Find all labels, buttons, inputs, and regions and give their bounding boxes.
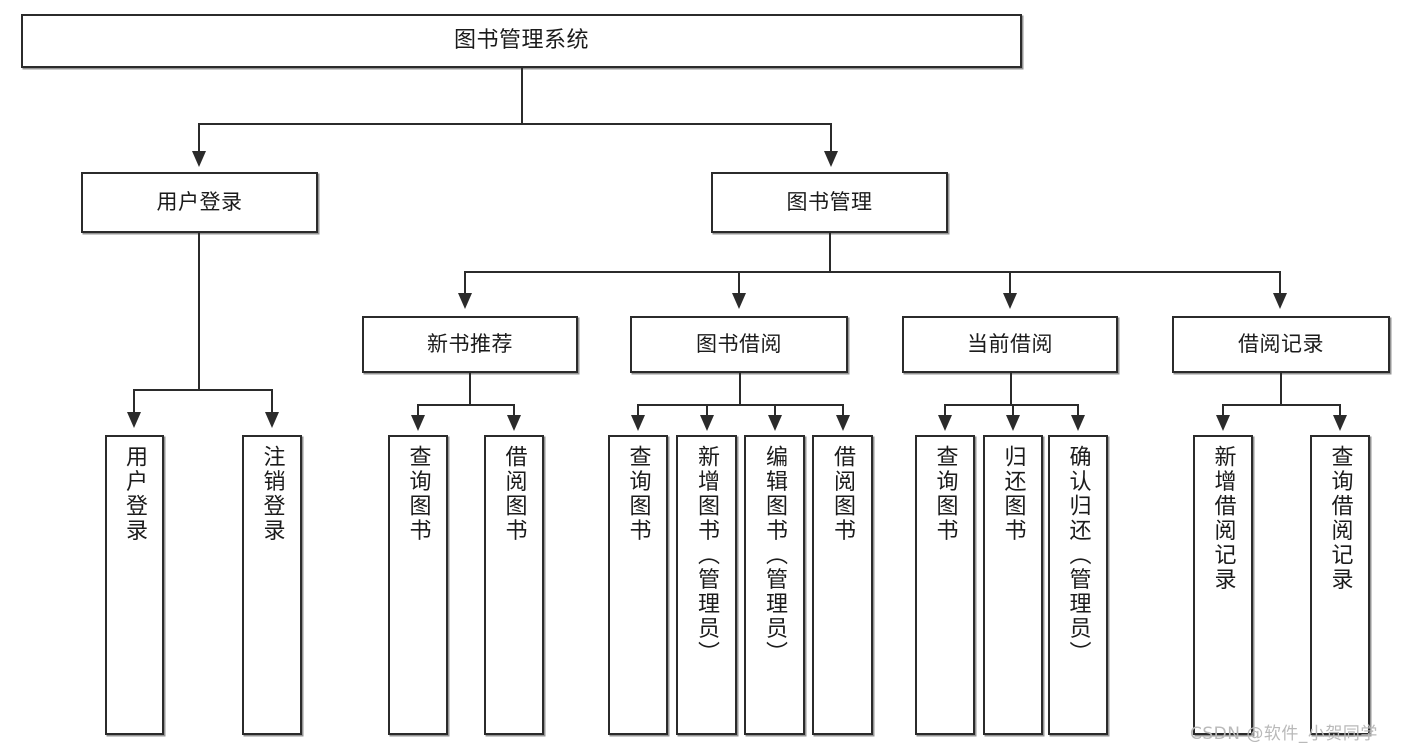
leaf-query-book-recommend[interactable]: 查询图书 [388,435,448,735]
node-current-borrow[interactable]: 当前借阅 [902,316,1118,373]
arrowhead-leaf-user-login [127,412,141,428]
arrowhead-add-book [700,415,714,431]
node-label: 当前借阅 [967,331,1053,356]
arrowhead-borrow-book-2 [836,415,850,431]
leaf-label: 注销登录 [259,445,285,543]
connector-drop-borrow-book-1 [513,404,515,416]
arrowhead-book-borrow [732,293,746,309]
arrowhead-user-login [192,151,206,167]
connector-root-stem [521,68,523,124]
arrowhead-query-record [1333,415,1347,431]
connector-current-borrow-bus [944,404,1078,406]
arrowhead-query-book-1 [411,415,425,431]
connector-drop-query-record [1339,404,1341,416]
leaf-label: 确认归还（管理员） [1065,445,1091,666]
node-book-management[interactable]: 图书管理 [711,172,948,233]
arrowhead-leaf-logout [265,412,279,428]
connector-drop-leaf-logout [271,389,273,413]
arrowhead-book-mgmt [824,151,838,167]
leaf-query-borrow-record[interactable]: 查询借阅记录 [1310,435,1370,735]
connector-drop-edit-book [774,404,776,416]
connector-level3-bus [464,271,1280,273]
node-label: 图书管理系统 [453,27,589,53]
leaf-add-borrow-record[interactable]: 新增借阅记录 [1193,435,1253,735]
connector-drop-query-book-3 [944,404,946,416]
arrowhead-new-book-rec [458,293,472,309]
leaf-confirm-return-admin[interactable]: 确认归还（管理员） [1048,435,1108,735]
arrowhead-query-book-3 [938,415,952,431]
connector-user-login-bus [133,389,273,391]
arrowhead-edit-book [768,415,782,431]
leaf-label: 借阅图书 [830,445,856,543]
connector-drop-return-book [1012,404,1014,416]
connector-drop-new-book-rec [464,271,466,295]
leaf-borrow-book-recommend[interactable]: 借阅图书 [484,435,544,735]
connector-drop-leaf-user-login [133,389,135,413]
node-root-system[interactable]: 图书管理系统 [21,14,1022,68]
connector-drop-book-mgmt [830,123,832,153]
leaf-label: 查询借阅记录 [1327,445,1353,592]
leaf-query-book-borrow[interactable]: 查询图书 [608,435,668,735]
leaf-label: 新增借阅记录 [1210,445,1236,592]
node-label: 图书借阅 [696,331,782,356]
connector-drop-confirm-return [1077,404,1079,416]
connector-borrow-record-bus [1222,404,1340,406]
arrowhead-add-record [1216,415,1230,431]
leaf-query-book-current[interactable]: 查询图书 [915,435,975,735]
arrowhead-query-book-2 [631,415,645,431]
connector-book-borrow-bus [637,404,843,406]
node-book-borrow[interactable]: 图书借阅 [630,316,848,373]
connector-book-borrow-stem [739,373,741,405]
connector-current-borrow-stem [1010,373,1012,405]
node-borrow-record[interactable]: 借阅记录 [1172,316,1390,373]
connector-drop-add-book [706,404,708,416]
leaf-add-book-admin[interactable]: 新增图书（管理员） [676,435,737,735]
leaf-label: 归还图书 [1000,445,1026,543]
leaf-label: 查询图书 [405,445,431,543]
arrowhead-return-book [1006,415,1020,431]
connector-new-book-rec-stem [469,373,471,405]
connector-new-book-rec-bus [417,404,515,406]
connector-borrow-record-stem [1280,373,1282,405]
leaf-label: 查询图书 [625,445,651,543]
node-label: 借阅记录 [1238,331,1324,356]
leaf-logout[interactable]: 注销登录 [242,435,302,735]
connector-drop-query-book-1 [417,404,419,416]
leaf-label: 查询图书 [932,445,958,543]
leaf-label: 编辑图书（管理员） [762,445,788,666]
connector-drop-user-login [198,123,200,153]
node-new-book-recommend[interactable]: 新书推荐 [362,316,578,373]
arrowhead-confirm-return [1071,415,1085,431]
leaf-borrow-book[interactable]: 借阅图书 [812,435,873,735]
connector-user-login-stem [198,233,200,390]
connector-drop-book-borrow [738,271,740,295]
connector-drop-borrow-record [1279,271,1281,295]
connector-level2-bus [198,123,832,125]
arrowhead-borrow-book-1 [507,415,521,431]
connector-drop-current-borrow [1009,271,1011,295]
arrowhead-current-borrow [1003,293,1017,309]
node-label: 用户登录 [156,189,243,214]
node-user-login[interactable]: 用户登录 [81,172,318,233]
connector-drop-borrow-book-2 [842,404,844,416]
csdn-watermark: CSDN @软件_小贺同学 [1190,724,1378,744]
leaf-label: 新增图书（管理员） [694,445,720,666]
connector-drop-query-book-2 [637,404,639,416]
node-label: 新书推荐 [427,331,513,356]
leaf-label: 借阅图书 [501,445,527,543]
leaf-edit-book-admin[interactable]: 编辑图书（管理员） [744,435,805,735]
arrowhead-borrow-record [1273,293,1287,309]
node-label: 图书管理 [786,189,873,214]
leaf-user-login[interactable]: 用户登录 [105,435,164,735]
leaf-label: 用户登录 [122,445,148,543]
connector-drop-add-record [1222,404,1224,416]
connector-book-mgmt-stem [829,233,831,273]
leaf-return-book[interactable]: 归还图书 [983,435,1043,735]
